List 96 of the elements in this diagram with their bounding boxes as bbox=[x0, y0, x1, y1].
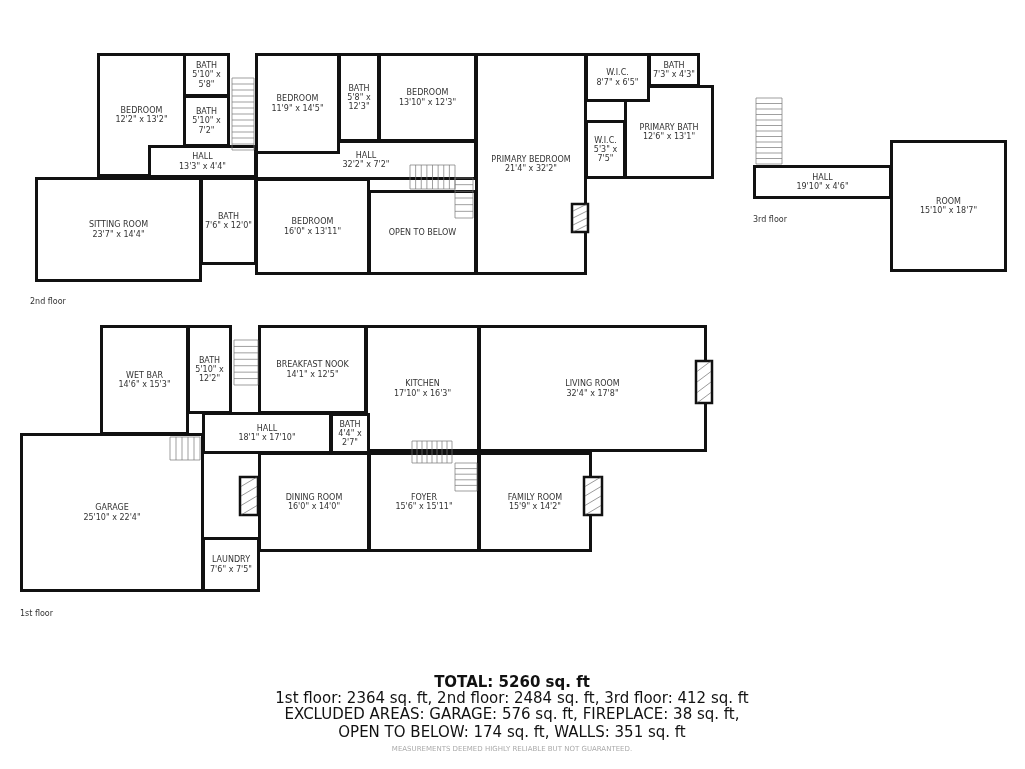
room-outline bbox=[478, 452, 592, 552]
room-outline bbox=[202, 537, 260, 592]
room-outline bbox=[258, 325, 367, 414]
room-name: BATH bbox=[195, 107, 219, 117]
floor-label: 1st floor bbox=[20, 609, 54, 618]
room-name: BEDROOM bbox=[275, 94, 320, 104]
room-name: BEDROOM bbox=[290, 217, 335, 227]
room-name: ROOM bbox=[934, 196, 963, 206]
room-name: LAUNDRY bbox=[210, 555, 251, 565]
room-dimensions: 15'9" x 14'2" bbox=[507, 502, 563, 512]
room-dimensions: 16'0" x 13'11" bbox=[283, 226, 342, 236]
room-dimensions: 13'10" x 12'3" bbox=[398, 97, 457, 107]
room-dimensions: 12'6" x 13'1" bbox=[641, 132, 697, 142]
room-outline bbox=[200, 177, 257, 265]
room-name: GARAGE bbox=[94, 503, 130, 513]
room-outline bbox=[648, 53, 700, 87]
room-dimensions: 7'3" x 4'3" bbox=[653, 70, 695, 80]
room-name: BATH bbox=[662, 60, 686, 70]
room-dimensions: 5'8" x 12'3" bbox=[346, 92, 372, 112]
room-dimensions: 8'7" x 6'5" bbox=[596, 77, 639, 87]
room-dimensions: 5'10" x 7'2" bbox=[191, 116, 222, 135]
room-dimensions: 21'4" x 32'2" bbox=[503, 164, 559, 174]
room-outline bbox=[255, 178, 370, 275]
room-name: BATH bbox=[338, 419, 362, 429]
room-outline bbox=[183, 95, 230, 147]
room-outline bbox=[368, 452, 480, 552]
room-dimensions: 13'3" x 4'4" bbox=[179, 161, 226, 171]
floor-label: 2nd floor bbox=[30, 297, 66, 306]
room-outline bbox=[585, 53, 650, 102]
room-name: BATH bbox=[197, 355, 222, 365]
room-dimensions: 17'10" x 16'3" bbox=[393, 388, 452, 398]
room-dimensions: 15'10" x 18'7" bbox=[919, 206, 978, 216]
room-dimensions: 5'10" x 5'8" bbox=[191, 70, 222, 89]
excluded-areas-note: EXCLUDED AREAS: GARAGE: 576 sq. ft, FIREPLACE: 38 sq. ft, OPEN TO BELOW: 174 sq. ft, WALLS: 351 sq. ft bbox=[283, 705, 741, 741]
room-dimensions: 14'6" x 15'3" bbox=[118, 380, 171, 390]
room-dimensions: 25'10" x 22'4" bbox=[83, 512, 141, 522]
room-dimensions: 5'3" x 7'5" bbox=[592, 144, 619, 164]
room-name: HALL bbox=[811, 172, 834, 182]
room-name: BATH bbox=[216, 211, 241, 221]
room-dimensions: 7'6" x 12'0" bbox=[205, 221, 252, 231]
room-name: BATH bbox=[195, 61, 219, 71]
total-area-heading: TOTAL: 5260 sq. ft bbox=[433, 673, 590, 691]
room-name: HALL bbox=[255, 423, 279, 433]
room-dimensions: 4'4" x 2'7" bbox=[337, 428, 363, 448]
room-name: BEDROOM bbox=[405, 88, 450, 98]
room-outline bbox=[478, 325, 707, 452]
room-dimensions: 19'10" x 4'6" bbox=[796, 182, 849, 192]
room-dimensions: 23'7" x 14'4" bbox=[91, 229, 146, 239]
room-outline bbox=[35, 177, 202, 282]
room-outline bbox=[368, 190, 477, 275]
room-outline bbox=[475, 53, 587, 275]
room-outline bbox=[365, 325, 480, 452]
room-name: BEDROOM bbox=[119, 105, 164, 115]
room-outline bbox=[183, 53, 230, 97]
room-outline bbox=[753, 165, 892, 199]
room-name: DINING ROOM bbox=[285, 492, 343, 502]
room-name: BREAKFAST NOOK bbox=[276, 360, 349, 370]
room-name: OPEN TO BELOW bbox=[388, 227, 457, 238]
room-name: HALL bbox=[354, 150, 378, 160]
room-outline bbox=[202, 412, 332, 454]
room-name: W.I.C. bbox=[605, 68, 630, 78]
room-outline bbox=[330, 413, 370, 454]
room-name: KITCHEN bbox=[404, 379, 441, 389]
room-dimensions: 16'0" x 14'0" bbox=[286, 502, 342, 512]
room-outline bbox=[255, 53, 340, 154]
room-outline bbox=[20, 433, 204, 592]
room-dimensions: 14'1" x 12'5" bbox=[285, 369, 340, 379]
floor-areas-line: 1st floor: 2364 sq. ft, 2nd floor: 2484 sq. ft, 3rd floor: 412 sq. ft bbox=[274, 689, 750, 707]
room-dimensions: 12'2" x 13'2" bbox=[115, 115, 168, 125]
room-name: W.I.C. bbox=[593, 135, 618, 145]
room-outline bbox=[258, 452, 370, 552]
floor-label: 3rd floor bbox=[753, 215, 787, 224]
room-name: SITTING ROOM bbox=[88, 220, 149, 230]
room-name: WET BAR bbox=[125, 370, 164, 380]
room-dimensions: 18'1" x 17'10" bbox=[238, 433, 296, 443]
room-outline bbox=[378, 53, 477, 142]
room-outline bbox=[100, 325, 189, 435]
room-name: FAMILY ROOM bbox=[507, 492, 563, 502]
room-outline bbox=[148, 145, 257, 178]
room-name: LIVING ROOM bbox=[565, 379, 620, 389]
room-dimensions: 7'6" x 7'5" bbox=[210, 564, 252, 574]
room-outline bbox=[338, 53, 380, 142]
room-outline bbox=[890, 140, 1007, 272]
room-name: PRIMARY BEDROOM bbox=[491, 154, 571, 164]
room-dimensions: 32'4" x 17'8" bbox=[565, 388, 620, 398]
room-name: FOYER bbox=[410, 492, 438, 502]
room-outline bbox=[585, 120, 626, 179]
room-name: PRIMARY BATH bbox=[639, 122, 699, 132]
room-dimensions: 5'10" x 12'2" bbox=[194, 364, 225, 384]
room-outline bbox=[187, 325, 232, 414]
room-name: BATH bbox=[347, 83, 371, 93]
room-name: HALL bbox=[191, 152, 214, 162]
room-outline bbox=[624, 85, 714, 179]
room-dimensions: 15'6" x 15'11" bbox=[395, 502, 453, 512]
room-dimensions: 32'2" x 7'2" bbox=[342, 160, 390, 170]
room-dimensions: 11'9" x 14'5" bbox=[271, 103, 324, 113]
